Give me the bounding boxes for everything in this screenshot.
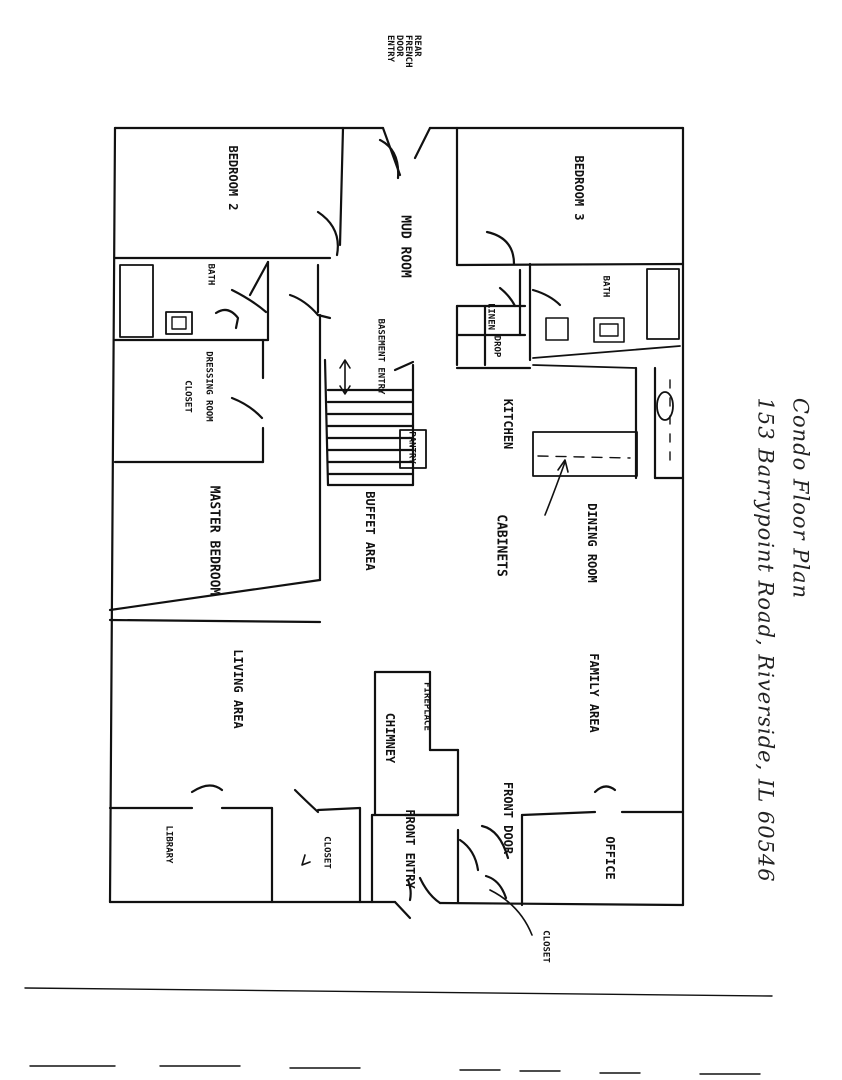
- label-chimney: CHIMNEY: [383, 712, 397, 764]
- label-closet-hall: CLOSET: [321, 836, 332, 869]
- bedroom-3-walls: [455, 126, 685, 267]
- label-fireplace: FIREPLACE: [421, 682, 432, 731]
- rear-french-door: [378, 126, 432, 180]
- label-office: OFFICE: [603, 836, 617, 880]
- label-closet-front: CLOSET: [540, 930, 551, 963]
- label-bath-right: BATH: [600, 275, 611, 298]
- label-bath-left: BATH: [205, 263, 216, 286]
- stair-walls: [108, 313, 415, 612]
- label-front-entry: FRONT ENTRY: [403, 809, 417, 889]
- label-bedroom-2: BEDROOM 2: [226, 145, 240, 211]
- rear-door-line-3: DOOR: [394, 35, 404, 57]
- fireplace-walls: [370, 670, 460, 817]
- left-bath-walls: [113, 260, 270, 342]
- lower-walls: [108, 784, 685, 907]
- plan-title: Condo Floor Plan: [788, 397, 813, 600]
- plan-address: 153 Barrypoint Road, Riverside, IL 60546: [753, 397, 778, 883]
- bedroom-2-walls: [113, 126, 345, 260]
- label-dressing-room: DRESSING ROOM: [203, 351, 214, 422]
- label-library: LIBRARY: [163, 825, 174, 864]
- label-family-area: FAMILY AREA: [587, 653, 601, 733]
- label-living-area: LIVING AREA: [231, 649, 245, 729]
- label-rear-french-door: REAR FRENCH DOOR ENTRY: [385, 35, 422, 105]
- label-dining-room: DINING ROOM: [585, 503, 599, 583]
- label-pantry: PANTRY: [406, 431, 417, 464]
- mud-room-doors: [288, 263, 332, 320]
- label-cabinets: CABINETS: [493, 514, 509, 577]
- label-kitchen: KITCHEN: [501, 398, 515, 450]
- master-living-wall: [108, 618, 322, 624]
- label-drop: DROP: [491, 335, 502, 358]
- dressing-room-walls: [113, 338, 265, 464]
- right-bath-walls: [528, 262, 681, 369]
- rear-door-line-1: REAR: [412, 35, 422, 57]
- pantry-walls: [399, 429, 427, 469]
- kitchen-counters: [532, 366, 685, 516]
- label-master-bedroom: MASTER BEDROOM: [206, 485, 222, 596]
- front-entry-door: [393, 876, 533, 936]
- label-closet-master: CLOSET: [182, 380, 193, 413]
- label-basement-entry: BASEMENT ENTRY: [375, 318, 386, 395]
- rear-door-line-4: ENTRY: [385, 35, 395, 63]
- label-buffet-area: BUFFET AREA: [363, 491, 377, 571]
- label-front-door: FRONT DOOR: [501, 781, 515, 855]
- label-mud-room: MUD ROOM: [397, 215, 413, 278]
- rear-door-line-2: FRENCH: [403, 35, 413, 68]
- exterior-walls: [108, 126, 685, 907]
- page-rules: [24, 987, 773, 1075]
- linen-drop-walls: [455, 268, 532, 370]
- label-bedroom-3: BEDROOM 3: [572, 155, 586, 221]
